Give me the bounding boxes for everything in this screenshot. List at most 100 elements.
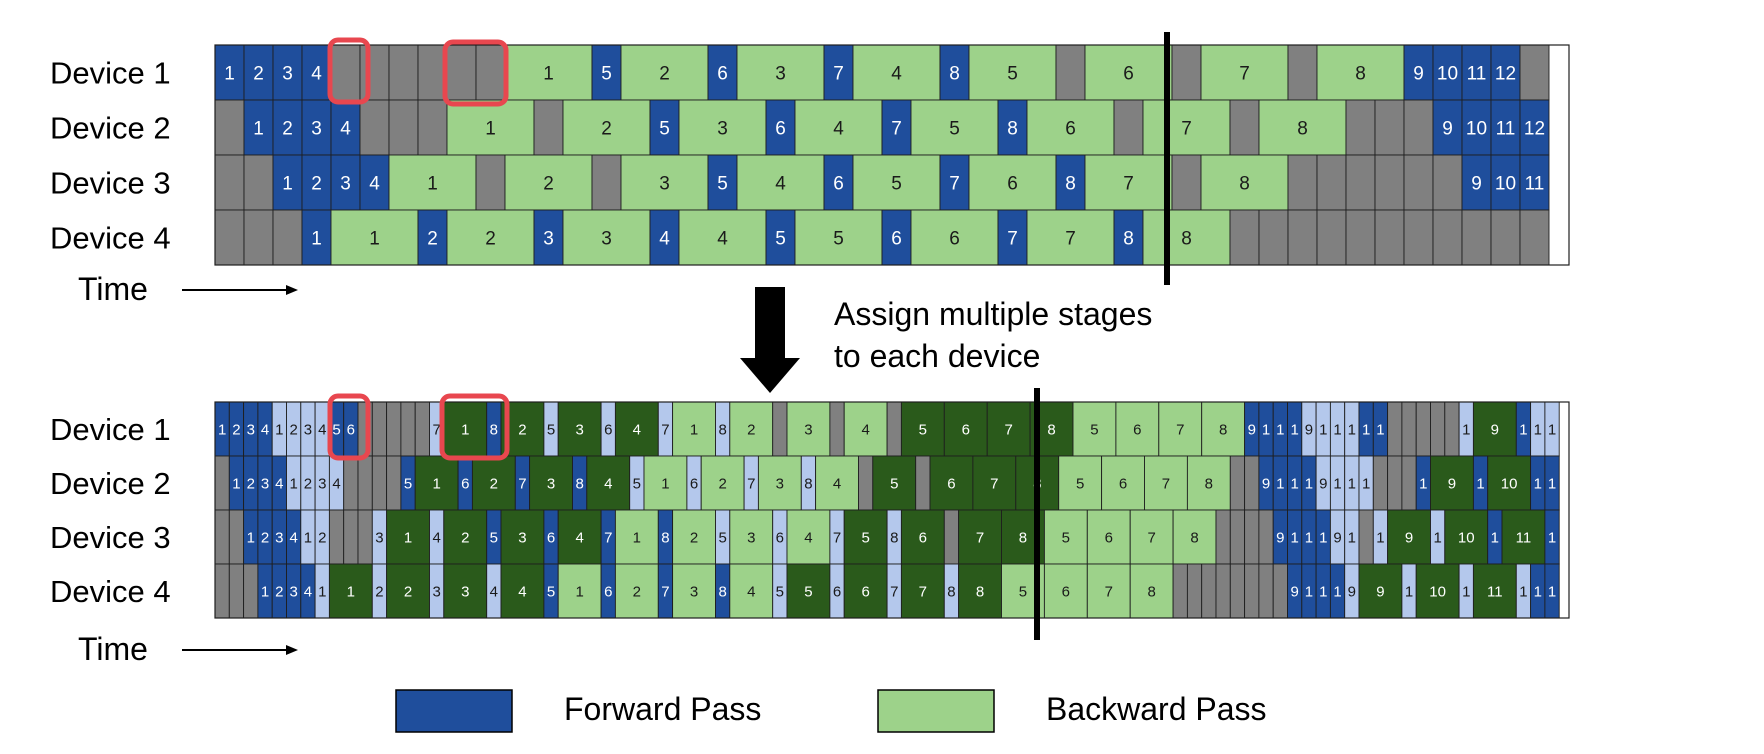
bottom-row3-cell-label: 5 <box>718 529 726 546</box>
top-row4-cell-label: 4 <box>659 228 670 249</box>
bottom-row3-idle-cell <box>328 509 345 565</box>
bottom-row3-cell-label: 5 <box>490 529 498 546</box>
top-row2-cell-label: 2 <box>601 118 612 139</box>
bottom-row3-idle-cell <box>1244 509 1260 565</box>
top-row4-forward-cell <box>765 209 796 266</box>
bottom-row3-cell-label: 2 <box>261 529 269 546</box>
time-arrow-bottom <box>182 645 298 655</box>
top-row3-cell-label: 6 <box>833 173 844 194</box>
bottom-row3-backward-dark-cell <box>500 509 545 565</box>
bottom-row2-cell-label: 1 <box>1348 475 1356 492</box>
top-row-label-3: Device 3 <box>50 166 171 201</box>
top-row2-forward-cell <box>243 99 274 156</box>
bottom-row3-cell-label: 3 <box>375 529 383 546</box>
top-row1-backward-cell <box>1200 44 1289 101</box>
bottom-row1-cell-label: 3 <box>304 421 312 438</box>
bottom-row4-cell-label: 8 <box>947 583 955 600</box>
top-row1-forward-cell <box>1403 44 1434 101</box>
bottom-row3-idle-cell <box>1215 509 1231 565</box>
top-row4-idle-cell <box>1519 209 1550 266</box>
bottom-row4-cell-label: 10 <box>1429 583 1446 600</box>
bottom-row3-cell-label: 3 <box>275 529 283 546</box>
top-row3-cell-label: 2 <box>543 173 554 194</box>
top-row2-idle-cell <box>417 99 448 156</box>
bottom-row4-cell-label: 7 <box>919 583 927 600</box>
bottom-row3-cell-label: 9 <box>1333 529 1341 546</box>
bottom-row1-backward-dark-cell <box>557 401 602 457</box>
bottom-row1-backward-cell <box>1115 401 1160 457</box>
bottom-row1-cell-label: 2 <box>747 421 755 438</box>
top-row3-cell-label: 11 <box>1525 173 1545 194</box>
top-row4-idle-cell <box>1432 209 1463 266</box>
bottom-row1-cell-label: 6 <box>962 421 970 438</box>
top-row1-idle-cell <box>1519 44 1550 101</box>
bottom-row2-idle-cell <box>1401 455 1417 511</box>
bottom-row2-cell-label: 2 <box>247 475 255 492</box>
bottom-row1-backward-cell <box>843 401 888 457</box>
bottom-row1-cell-label: 7 <box>661 421 669 438</box>
bottom-row4-cell-label: 4 <box>304 583 312 600</box>
top-row2-idle-cell <box>1374 99 1405 156</box>
top-row4-cell-label: 7 <box>1007 228 1018 249</box>
top-row4-idle-cell <box>243 209 274 266</box>
bottom-row3-cell-label: 8 <box>890 529 898 546</box>
bottom-row1-cell-label: 2 <box>289 421 297 438</box>
top-row1-cell-label: 1 <box>543 63 554 84</box>
top-row1-cell-label: 1 <box>224 63 235 84</box>
bottom-row4-cell-label: 2 <box>275 583 283 600</box>
top-row4-backward-cell <box>1026 209 1115 266</box>
top-row4-idle-cell <box>1316 209 1347 266</box>
top-row4-cell-label: 1 <box>369 228 380 249</box>
bottom-row3-cell-label: 4 <box>575 529 583 546</box>
bottom-row1-idle-cell <box>1415 401 1431 457</box>
bottom-row2-cell-label: 5 <box>633 475 641 492</box>
bottom-row3-backward-cell <box>1172 509 1217 565</box>
top-row3-forward-cell <box>301 154 332 211</box>
bottom-row3-cell-label: 7 <box>976 529 984 546</box>
bottom-row3-idle-cell <box>1358 509 1374 565</box>
top-row2-cell-label: 10 <box>1466 118 1487 139</box>
top-row1-idle-cell <box>1171 44 1202 101</box>
bottom-row3-cell-label: 1 <box>1376 529 1384 546</box>
top-row3-forward-cell <box>1055 154 1086 211</box>
top-row2-cell-label: 7 <box>891 118 902 139</box>
top-row3-idle-cell <box>475 154 506 211</box>
top-row3-idle-cell <box>1287 154 1318 211</box>
bottom-row3-cell-label: 5 <box>861 529 869 546</box>
top-row4-idle-cell <box>1229 209 1260 266</box>
bottom-row4-cell-label: 7 <box>1105 583 1113 600</box>
top-row3-idle-cell <box>1171 154 1202 211</box>
top-row1-forward-cell <box>243 44 274 101</box>
top-row2-forward-cell <box>1490 99 1521 156</box>
top-row4-idle-cell <box>272 209 303 266</box>
top-row2-cell-label: 6 <box>775 118 786 139</box>
bottom-row1-cell-label: 8 <box>490 421 498 438</box>
bottom-row4-idle-cell <box>1258 563 1274 619</box>
top-row4-idle-cell <box>1403 209 1434 266</box>
bottom-row1-cell-label: 5 <box>332 421 340 438</box>
top-row4-backward-cell <box>1142 209 1231 266</box>
top-row2-idle-cell <box>1403 99 1434 156</box>
top-row1-backward-cell <box>620 44 709 101</box>
bottom-row4-idle-cell <box>228 563 245 619</box>
top-row3-cell-label: 1 <box>282 173 293 194</box>
bottom-row2-cell-label: 6 <box>461 475 469 492</box>
top-row3-forward-cell <box>359 154 390 211</box>
bottom-row2-idle-cell <box>1387 455 1403 511</box>
top-row3-cell-label: 6 <box>1007 173 1018 194</box>
bottom-row3-cell-label: 1 <box>1305 529 1313 546</box>
bottom-row4-idle-cell <box>1186 563 1203 619</box>
top-row4-idle-cell <box>1287 209 1318 266</box>
bottom-row2-backward-dark-cell <box>414 455 459 511</box>
bottom-row1-idle-cell <box>371 401 388 457</box>
bottom-row4-backward-dark-cell <box>1358 563 1403 619</box>
top-row1-backward-cell <box>1316 44 1405 101</box>
bottom-row4-cell-label: 1 <box>347 583 355 600</box>
top-row2-cell-label: 1 <box>485 118 496 139</box>
bottom-row2-cell-label: 1 <box>1548 475 1556 492</box>
bottom-row2-cell-label: 2 <box>304 475 312 492</box>
bottom-row1-cell-label: 6 <box>347 421 355 438</box>
bottom-row4-cell-label: 7 <box>890 583 898 600</box>
bottom-row2-backward-dark-cell <box>586 455 631 511</box>
bottom-row4-idle-cell <box>243 563 259 619</box>
